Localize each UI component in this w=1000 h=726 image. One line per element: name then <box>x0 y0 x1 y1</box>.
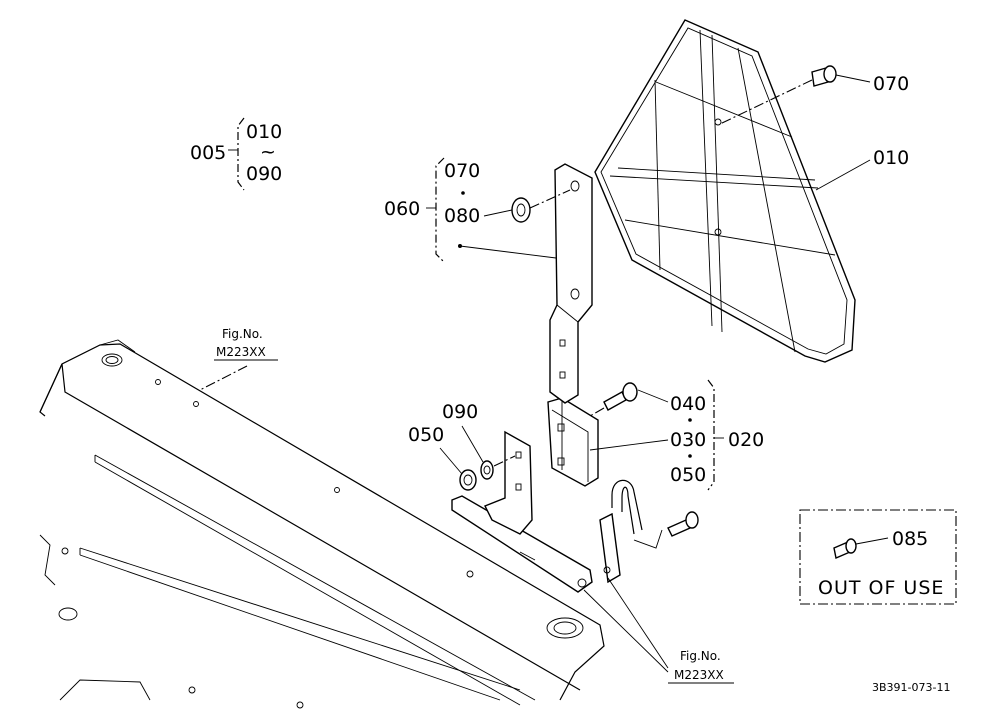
callout-090-range: 090 <box>246 163 282 185</box>
leader-figref-bottom-b <box>583 589 669 673</box>
leader-figref-bottom-a <box>607 577 669 669</box>
range-tilde: ~ <box>260 141 276 163</box>
callout-020: 020 <box>728 429 764 451</box>
callout-010-guard: 010 <box>873 147 909 169</box>
out-of-use-label: OUT OF USE <box>818 577 944 599</box>
callout-010-range: 010 <box>246 121 282 143</box>
bracket-005 <box>237 117 245 191</box>
bolt-070 <box>811 65 837 87</box>
figref-bottom-number: M223XX <box>674 668 724 682</box>
mounting-bar <box>451 495 593 593</box>
figref-bottom-label: Fig.No. <box>680 649 721 663</box>
u-bolt-clamp <box>599 479 663 584</box>
support-strap <box>549 163 593 404</box>
callout-080: 080 <box>444 205 480 227</box>
callout-050-left: 050 <box>408 424 444 446</box>
socket-clamp <box>547 397 599 487</box>
figref-top-label: Fig.No. <box>222 327 263 341</box>
leader-060 <box>459 245 557 259</box>
wire-guard <box>594 19 856 363</box>
figref-top-number: M223XX <box>216 345 266 359</box>
callout-070-top: 070 <box>444 160 480 182</box>
callout-060: 060 <box>384 198 420 220</box>
nut-050 <box>459 469 477 491</box>
frame-assembly <box>39 339 605 709</box>
l-bracket <box>484 430 533 535</box>
figref-top-leader <box>199 365 248 391</box>
bolt-040 <box>603 382 638 411</box>
out-of-use-inset <box>799 509 957 605</box>
callout-070-bolt: 070 <box>873 73 909 95</box>
callout-090-left: 090 <box>442 401 478 423</box>
callout-030: 030 <box>670 429 706 451</box>
leader-010 <box>815 159 871 191</box>
washer-090 <box>480 460 494 480</box>
washer-080 <box>511 197 531 223</box>
callout-005: 005 <box>190 142 226 164</box>
callout-050-right: 050 <box>670 464 706 486</box>
leader-030 <box>589 439 669 451</box>
side-bolt <box>667 511 699 537</box>
drawing-code: 3B391-073-11 <box>872 681 950 694</box>
callout-040: 040 <box>670 393 706 415</box>
callout-085: 085 <box>892 528 928 550</box>
bracket-060 <box>435 157 445 263</box>
bracket-020 <box>707 379 715 491</box>
